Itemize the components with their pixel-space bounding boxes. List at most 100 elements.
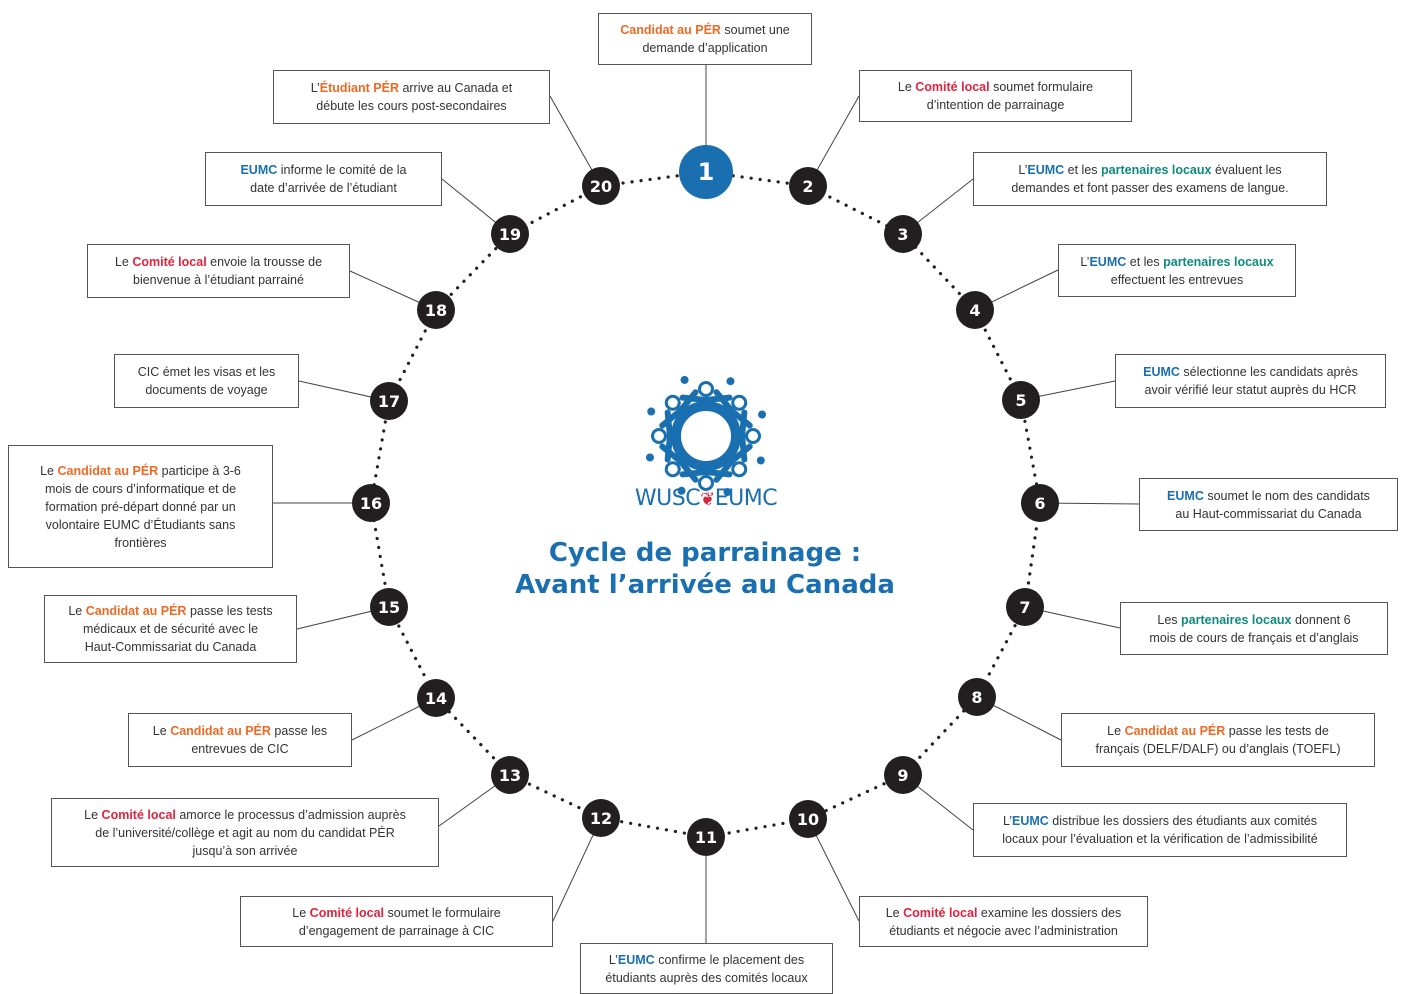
step-node-circle xyxy=(1006,588,1044,626)
plain-text: participe à 3-6 xyxy=(158,463,241,478)
highlight-term: Comité local xyxy=(101,807,176,822)
plain-text: sélectionne les candidats après xyxy=(1179,365,1358,379)
highlight-term: EUMC xyxy=(240,163,278,177)
highlight-term: Candidat au PÉR xyxy=(1124,724,1226,738)
step-text-line: L’EUMC distribue les dossiers des étudia… xyxy=(1002,812,1317,830)
step-box-13: Le Comité local amorce le processus d’ad… xyxy=(51,798,439,867)
plain-text: Haut-Commissariat du Canada xyxy=(84,640,257,654)
plain-text: mois de cours de français et d’anglais xyxy=(1149,630,1359,645)
step-number: 11 xyxy=(695,828,717,847)
plain-text: de l’université/collège et agit au nom d… xyxy=(95,825,395,840)
step-text-line: étudiants auprès des comités locaux xyxy=(605,969,807,987)
step-text-line: locaux pour l’évaluation et la vérificat… xyxy=(1002,830,1317,848)
plain-text: soumet le formulaire xyxy=(384,905,501,920)
plain-text: évaluent les xyxy=(1211,163,1282,177)
highlight-term: EUMC xyxy=(1089,254,1127,269)
plain-text: médicaux et de sécurité avec le xyxy=(82,622,259,636)
brand-right: EUMC xyxy=(714,486,778,511)
plain-text: informe le comité de la xyxy=(277,163,407,177)
step-number: 19 xyxy=(499,225,521,244)
step-number: 17 xyxy=(378,392,400,411)
step-text-line: effectuent les entrevues xyxy=(1080,271,1273,289)
step-text-line: bienvenue à l’étudiant parrainé xyxy=(115,271,322,289)
plain-text: L’ xyxy=(608,952,618,967)
step-node-circle xyxy=(491,756,529,794)
plain-text: distribue les dossiers des étudiants aux… xyxy=(1048,814,1318,828)
plain-text: arrive au Canada et xyxy=(398,81,513,95)
plain-text: français (DELF/DALF) ou d’anglais (TOEFL… xyxy=(1095,742,1341,756)
plain-text: avoir vérifié leur statut auprès du HCR xyxy=(1144,383,1357,397)
step-text-line: Les partenaires locaux donnent 6 xyxy=(1149,611,1358,629)
step-node-5: 5 xyxy=(1002,381,1040,419)
plain-text: L’ xyxy=(1080,254,1090,269)
step-node-7: 7 xyxy=(1006,588,1044,626)
plain-text: et les xyxy=(1064,163,1101,177)
step-text-line: Le Candidat au PÉR passe les tests de xyxy=(1096,722,1341,740)
plain-text: L’ xyxy=(1002,814,1012,828)
highlight-term: partenaires locaux xyxy=(1181,612,1292,627)
step-node-circle xyxy=(679,145,733,199)
plain-text: étudiants auprès des comités locaux xyxy=(605,970,808,985)
step-node-circle xyxy=(956,291,994,329)
step-node-1: 1 xyxy=(679,145,733,199)
step-text: L’EUMC distribue les dossiers des étudia… xyxy=(1002,812,1317,848)
plain-text: au Haut-commissariat du Canada xyxy=(1175,506,1362,521)
step-text-line: Le Comité local soumet formulaire xyxy=(898,78,1093,96)
step-number: 9 xyxy=(897,766,908,785)
plain-text: Le xyxy=(292,905,310,920)
step-node-12: 12 xyxy=(582,799,620,837)
step-number: 7 xyxy=(1019,598,1030,617)
step-node-8: 8 xyxy=(958,678,996,716)
step-text-line: EUMC soumet le nom des candidats xyxy=(1167,487,1370,505)
step-node-circle xyxy=(491,215,529,253)
step-text-line: Le Comité local soumet le formulaire xyxy=(292,904,500,922)
step-number: 20 xyxy=(590,177,612,196)
step-number: 15 xyxy=(378,598,400,617)
step-number: 4 xyxy=(969,301,980,320)
highlight-term: Comité local xyxy=(309,905,384,920)
step-text-line: formation pré-départ donné par un xyxy=(40,498,241,516)
diagram-title-line-1: Cycle de parrainage : xyxy=(548,538,862,568)
step-text-line: médicaux et de sécurité avec le xyxy=(68,620,272,638)
plain-text: passe les tests de xyxy=(1225,724,1329,738)
brand-left: WUSC xyxy=(634,486,701,511)
step-text-line: documents de voyage xyxy=(138,381,276,399)
step-node-circle xyxy=(582,799,620,837)
step-text-line: Le Comité local amorce le processus d’ad… xyxy=(84,806,406,824)
step-text: Le Candidat au PÉR passe les tests de fra… xyxy=(1096,722,1341,758)
plain-text: examine les dossiers des xyxy=(977,905,1122,920)
plain-text: soumet une xyxy=(720,23,790,37)
step-text-line: entrevues de CIC xyxy=(153,740,327,758)
highlight-term: Candidat au PÉR xyxy=(57,463,159,478)
step-text-line: EUMC informe le comité de la xyxy=(240,161,406,179)
plain-text: documents de voyage xyxy=(145,383,268,397)
step-text-line: d’intention de parrainage xyxy=(898,96,1093,114)
highlight-term: Candidat au PÉR xyxy=(85,604,187,618)
plain-text: passe les xyxy=(270,724,328,738)
step-node-circle xyxy=(789,800,827,838)
step-text: Le Comité local amorce le processus d’ad… xyxy=(84,806,406,860)
plain-text: mois de cours d’informatique et de xyxy=(44,481,237,496)
plain-text: frontières xyxy=(114,535,167,550)
step-number: 12 xyxy=(590,809,612,828)
step-text-line: Candidat au PÉR soumet une xyxy=(620,21,790,39)
dotted-cycle-ring xyxy=(369,170,1042,839)
highlight-term: Étudiant PÉR xyxy=(319,81,399,95)
highlight-term: Candidat au PÉR xyxy=(170,724,271,738)
plain-text: bienvenue à l’étudiant parrainé xyxy=(133,273,304,287)
plain-text: débute les cours post-secondaires xyxy=(316,99,507,113)
step-node-circle xyxy=(789,167,827,205)
highlight-term: Comité local xyxy=(903,905,978,920)
plain-text: Le xyxy=(885,905,904,920)
step-text-line: étudiants et négocie avec l’administrati… xyxy=(886,922,1122,940)
highlight-term: EUMC xyxy=(617,952,655,967)
